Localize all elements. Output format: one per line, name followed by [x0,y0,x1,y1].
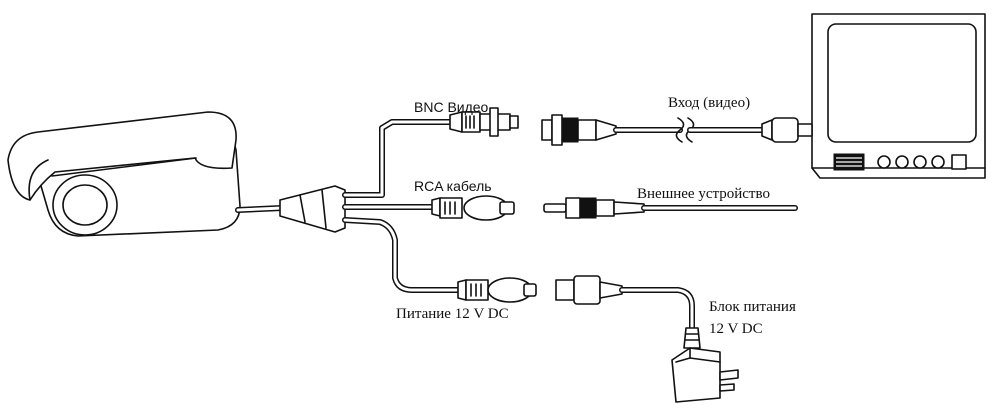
power-supply-voltage-label: 12 V DC [709,321,763,337]
camera-leads [342,119,463,293]
power-supply-label: Блок питания [709,299,796,315]
monitor [811,13,986,179]
speaker-grille-icon [833,153,865,171]
cable-splitter [279,185,346,233]
rca-connector-camera [431,195,515,221]
bnc-video-label: BNC Видео [414,99,489,115]
control-knobs-icon [877,154,967,170]
video-input-label: Вход (видео) [668,95,751,111]
power-supply-unit [671,347,739,403]
bnc-cable-to-monitor [541,114,813,146]
power-cable-to-supply [555,275,701,349]
rca-cable-to-device [543,197,798,219]
power-connector-camera [457,277,537,303]
external-device-label: Внешнее устройство [637,186,770,202]
rca-cable-label: RCA кабель [414,178,492,194]
camera [7,111,285,237]
power-12v-label: Питание 12 V DC [396,306,509,322]
bnc-connector-camera [449,107,519,137]
